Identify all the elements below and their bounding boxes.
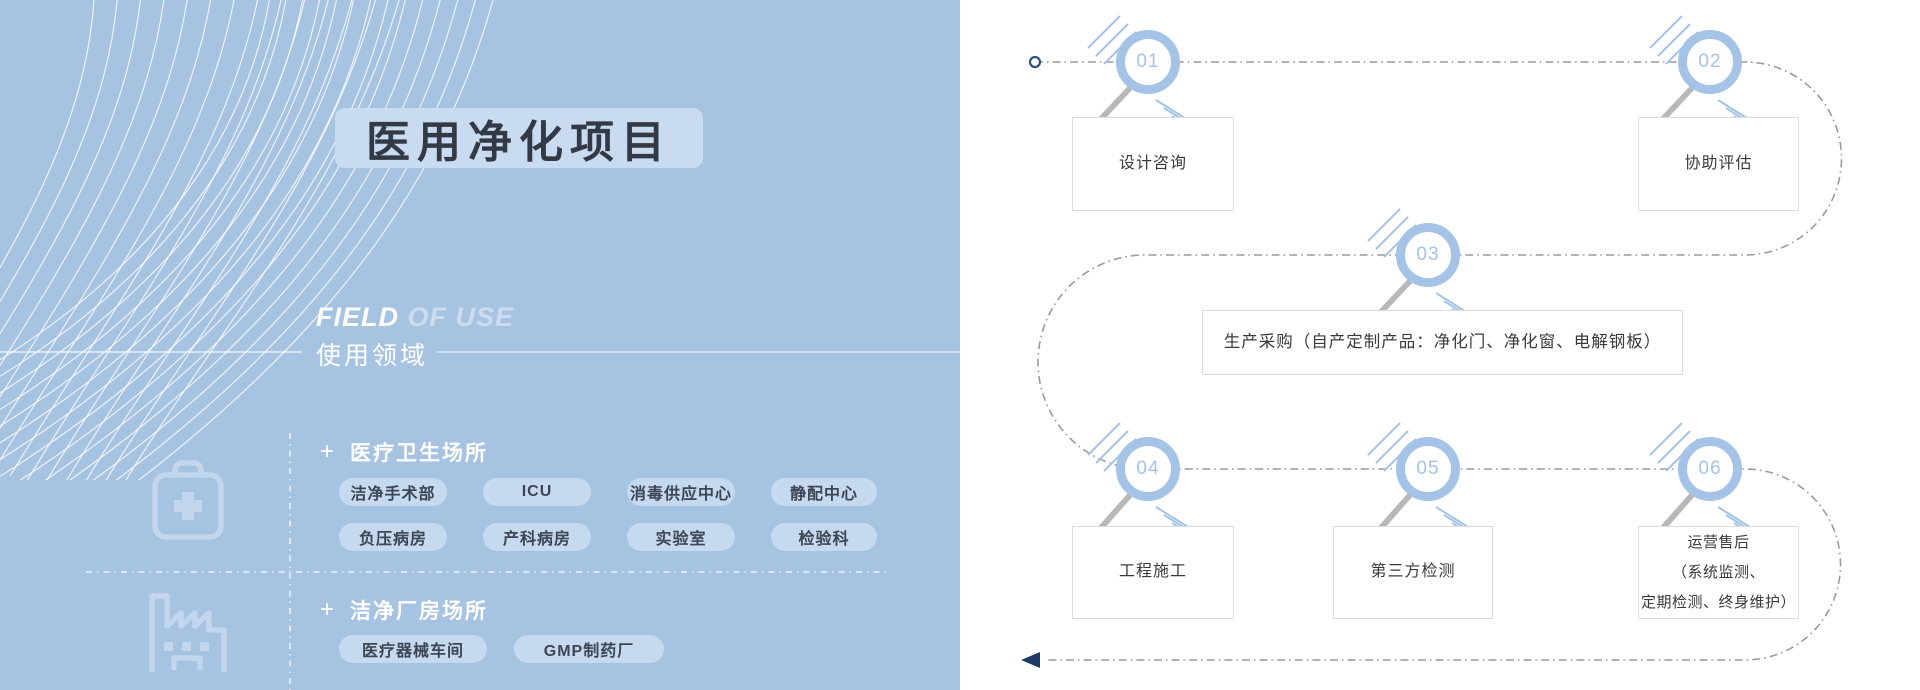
step-box: 第三方检测 xyxy=(1333,526,1493,619)
left-panel: 医用净化项目 FIELD OF USE 使用领域 xyxy=(0,0,960,690)
step-circle: 04 xyxy=(1116,437,1180,501)
pill-tag: 静配中心 xyxy=(771,478,877,506)
group-header-label: 洁净厂房场所 xyxy=(350,600,489,623)
section-title-cn: 使用领域 xyxy=(316,342,429,370)
step-circle: 01 xyxy=(1116,30,1180,94)
pill-tag: 消毒供应中心 xyxy=(627,478,735,506)
section-title-en: FIELD OF USE xyxy=(316,302,514,333)
step-label: 第三方检测 xyxy=(1370,563,1456,581)
step-number: 04 xyxy=(1136,458,1160,479)
step-box: 设计咨询 xyxy=(1072,117,1234,211)
section-title-en-bold: FIELD xyxy=(316,302,399,332)
pill-grid-cleanroom: 医疗器械车间 GMP制药厂 xyxy=(339,635,664,663)
section-title-en-light: OF USE xyxy=(407,302,515,332)
step-number: 03 xyxy=(1416,244,1440,265)
page-title: 医用净化项目 xyxy=(335,108,703,168)
step-label: 运营售后 xyxy=(1687,533,1750,551)
pill-tag: 实验室 xyxy=(627,523,735,551)
step-label: （系统监测、 xyxy=(1671,563,1765,581)
step-box: 生产采购（自产定制产品：净化门、净化窗、电解钢板） xyxy=(1202,310,1683,375)
step-number: 06 xyxy=(1698,458,1722,479)
step-box: 协助评估 xyxy=(1638,117,1799,211)
flow-end-arrow-icon xyxy=(1021,652,1040,668)
step-circle: 06 xyxy=(1678,437,1742,501)
factory-icon xyxy=(144,586,232,679)
group-header-label: 医疗卫生场所 xyxy=(350,442,489,465)
step-circle: 05 xyxy=(1396,437,1460,501)
plus-icon: + xyxy=(320,596,335,623)
plus-icon: + xyxy=(320,438,335,465)
step-label: 生产采购（自产定制产品：净化门、净化窗、电解钢板） xyxy=(1223,332,1662,351)
group-header-cleanroom: + 洁净厂房场所 xyxy=(320,595,488,625)
decorative-mesh xyxy=(0,0,494,480)
pill-tag: 洁净手术部 xyxy=(339,478,447,506)
pill-tag: 检验科 xyxy=(771,523,877,551)
group-header-medical: + 医疗卫生场所 xyxy=(320,437,488,467)
step-number: 02 xyxy=(1698,51,1722,72)
flow-start-dot xyxy=(1028,55,1042,69)
step-label: 设计咨询 xyxy=(1118,154,1187,172)
step-circle: 02 xyxy=(1678,30,1742,94)
step-box: 运营售后 （系统监测、 定期检测、终身维护） xyxy=(1638,526,1799,619)
first-aid-kit-icon xyxy=(147,456,229,549)
step-number: 05 xyxy=(1416,458,1440,479)
pill-grid-medical: 洁净手术部 ICU 消毒供应中心 静配中心 负压病房 产科病房 实验室 检验科 xyxy=(339,478,877,551)
pill-tag: 负压病房 xyxy=(339,523,447,551)
pill-tag: 医疗器械车间 xyxy=(339,635,487,663)
flowchart-panel: 01 02 03 04 05 06 设计咨询 协助评估 生产采购（自产定制产品：… xyxy=(960,0,1920,690)
step-label: 工程施工 xyxy=(1118,563,1187,581)
pill-tag: GMP制药厂 xyxy=(514,635,664,663)
pill-tag: 产科病房 xyxy=(483,523,591,551)
step-label: 协助评估 xyxy=(1684,154,1753,172)
step-label: 定期检测、终身维护） xyxy=(1640,593,1796,611)
step-number: 01 xyxy=(1136,51,1160,72)
step-circle: 03 xyxy=(1396,223,1460,287)
flow-route-path xyxy=(1035,61,1843,661)
step-box: 工程施工 xyxy=(1072,526,1234,619)
pill-tag: ICU xyxy=(483,478,591,506)
